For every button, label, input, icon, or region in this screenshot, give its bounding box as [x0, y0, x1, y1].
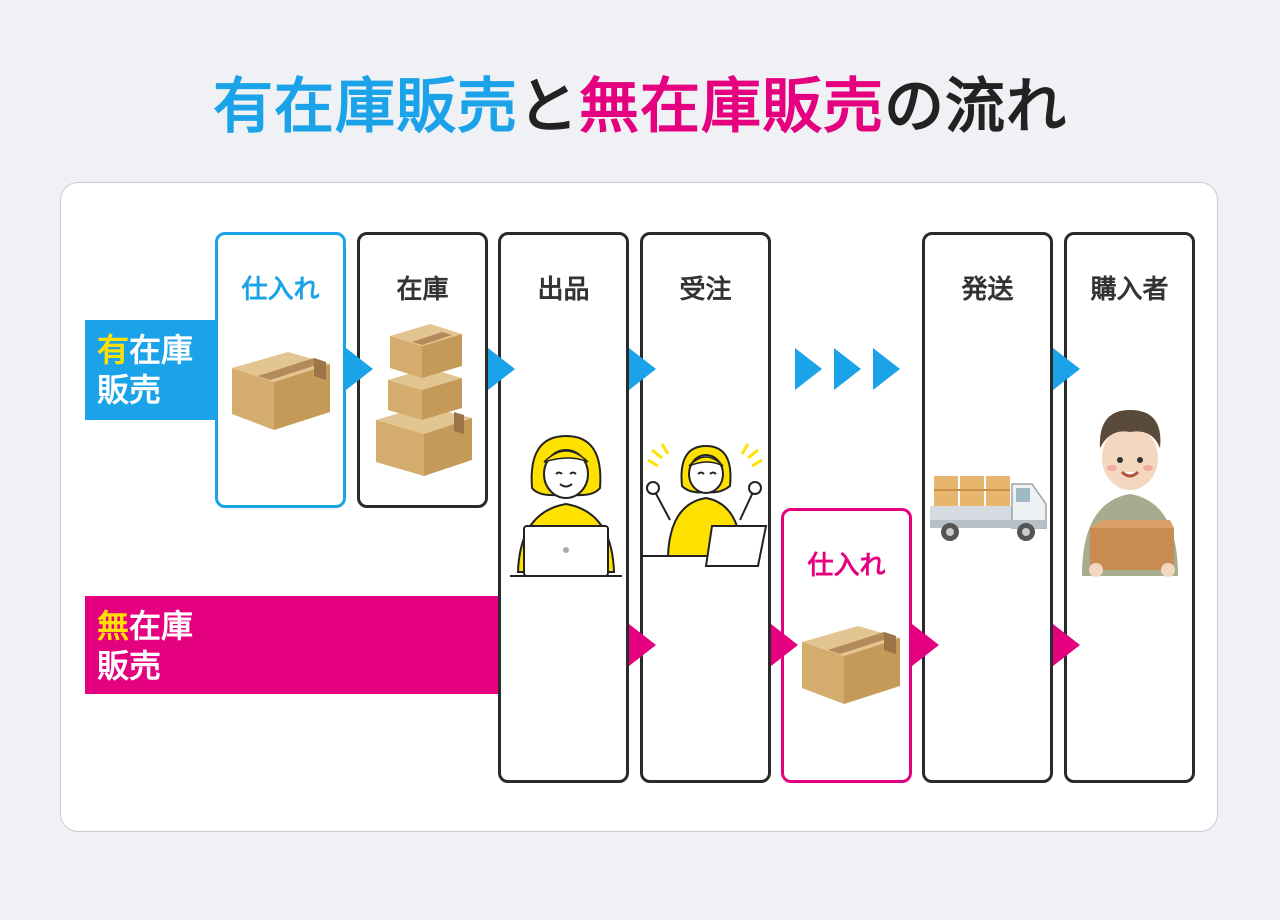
row-label-mu: 無在庫 販売	[85, 596, 498, 694]
buyer-holding-box-icon	[1082, 410, 1178, 577]
arrow-mu-1-icon	[629, 624, 656, 666]
stacked-boxes-icon	[376, 324, 472, 476]
delivery-truck-icon	[930, 476, 1047, 541]
arrow-ari-1-icon	[346, 348, 373, 390]
step-shiire-ari-label: 仕入れ	[241, 275, 320, 305]
row-label-mu-rest: 在庫	[129, 607, 194, 645]
step-shiire-mu-label: 仕入れ	[807, 551, 886, 581]
arrow-ari-4-icon	[1053, 348, 1080, 390]
row-label-ari: 有在庫 販売	[85, 320, 215, 420]
step-shuppin-label: 出品	[537, 275, 590, 305]
cardboard-box-icon	[232, 352, 330, 430]
excited-person-laptop-icon	[640, 443, 768, 567]
title-mu: 無在庫販売	[579, 72, 884, 142]
row-label-ari-highlight: 有	[97, 331, 130, 369]
arrow-ari-skip-3-icon	[873, 348, 900, 390]
row-label-mu-highlight: 無	[97, 607, 130, 645]
row-label-ari-line2: 販売	[97, 371, 162, 409]
step-konyusha-label: 購入者	[1090, 275, 1169, 305]
arrow-mu-2-icon	[771, 624, 798, 666]
title-flow: の流れ	[884, 72, 1067, 142]
step-zaiko-label: 在庫	[396, 275, 449, 305]
cardboard-box-icon	[802, 626, 900, 704]
step-juchu: 受注	[640, 232, 771, 783]
arrow-mu-3-icon	[912, 624, 939, 666]
arrow-ari-skip-1-icon	[795, 348, 822, 390]
arrow-ari-2-icon	[488, 348, 515, 390]
arrow-ari-3-icon	[629, 348, 656, 390]
arrow-ari-skip-2-icon	[834, 348, 861, 390]
arrow-mu-4-icon	[1053, 624, 1080, 666]
step-hassou-label: 発送	[961, 275, 1014, 305]
person-laptop-icon	[510, 434, 622, 577]
row-label-mu-line2: 販売	[97, 647, 162, 685]
title-ari: 有在庫販売	[213, 72, 518, 142]
row-label-ari-rest: 在庫	[129, 331, 194, 369]
page-title: 有在庫販売と無在庫販売の流れ	[0, 58, 1280, 145]
title-to: と	[518, 72, 579, 142]
step-juchu-label: 受注	[679, 275, 732, 305]
